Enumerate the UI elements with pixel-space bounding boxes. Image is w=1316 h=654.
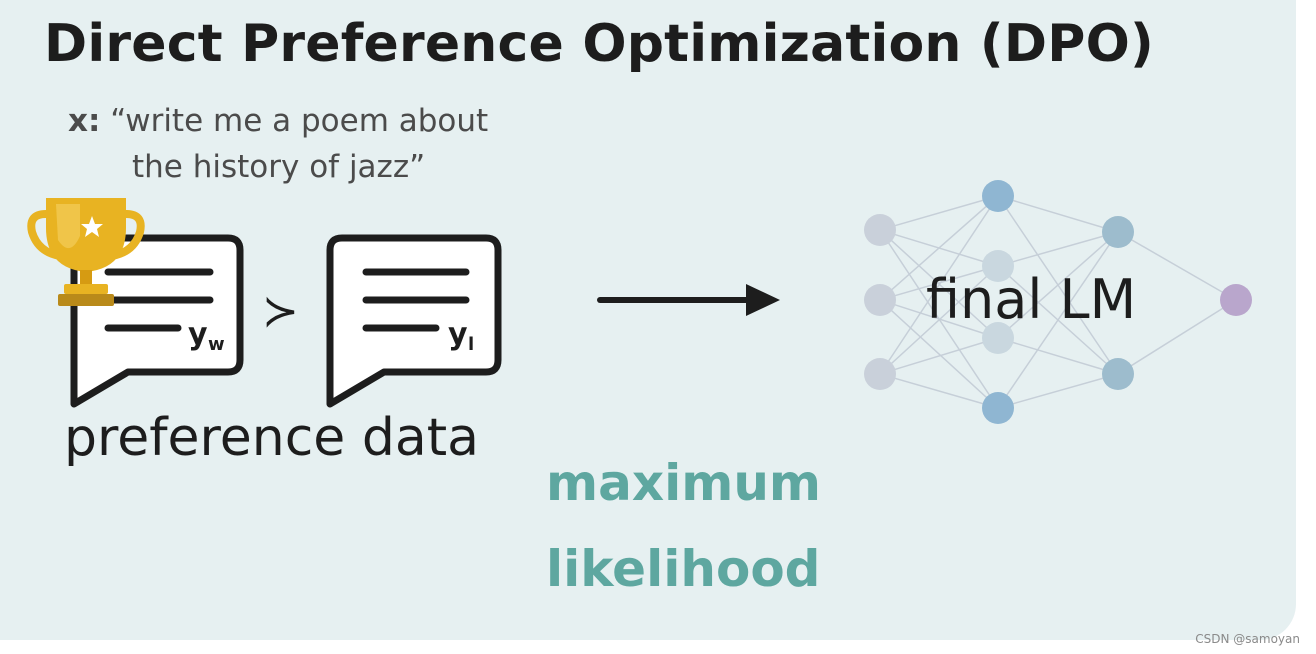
winner-subscript: w [208, 334, 225, 355]
prompt-line-1-text: “write me a poem about [110, 103, 489, 139]
nn-hidden-node [982, 322, 1014, 354]
method-line-1: maximum [546, 454, 822, 512]
page-title: Direct Preference Optimization (DPO) [44, 14, 1154, 74]
nn-input-node [864, 214, 896, 246]
preference-comparator: ≻ [262, 286, 299, 337]
nn-hidden-node [982, 392, 1014, 424]
prompt-prefix: x: [68, 103, 101, 139]
nn-input-node [864, 358, 896, 390]
chat-bubble-icon: y l [326, 234, 502, 408]
nn-input-node [864, 284, 896, 316]
loser-subscript: l [468, 334, 474, 355]
nn-hidden-node [982, 250, 1014, 282]
nn-output-node [1220, 284, 1252, 316]
watermark-credit: CSDN @samoyan [1195, 632, 1300, 646]
method-label: maximum likelihood [546, 440, 821, 612]
trophy-icon [27, 198, 145, 306]
preference-data-caption: preference data [64, 408, 479, 468]
method-line-2: likelihood [546, 540, 821, 598]
loser-label: y [448, 317, 468, 352]
nn-hidden-node [1102, 358, 1134, 390]
prompt-text: x: “write me a poem about the history of… [68, 98, 488, 190]
winner-label: y [188, 317, 208, 352]
nn-hidden-node [982, 180, 1014, 212]
final-lm-label: final LM [926, 268, 1137, 331]
arrow-right-icon [597, 284, 780, 316]
prompt-line-1: x: “write me a poem about [68, 98, 488, 144]
neural-network-icon [864, 180, 1252, 424]
nn-hidden-node [1102, 216, 1134, 248]
prompt-line-2: the history of jazz” [132, 149, 426, 185]
